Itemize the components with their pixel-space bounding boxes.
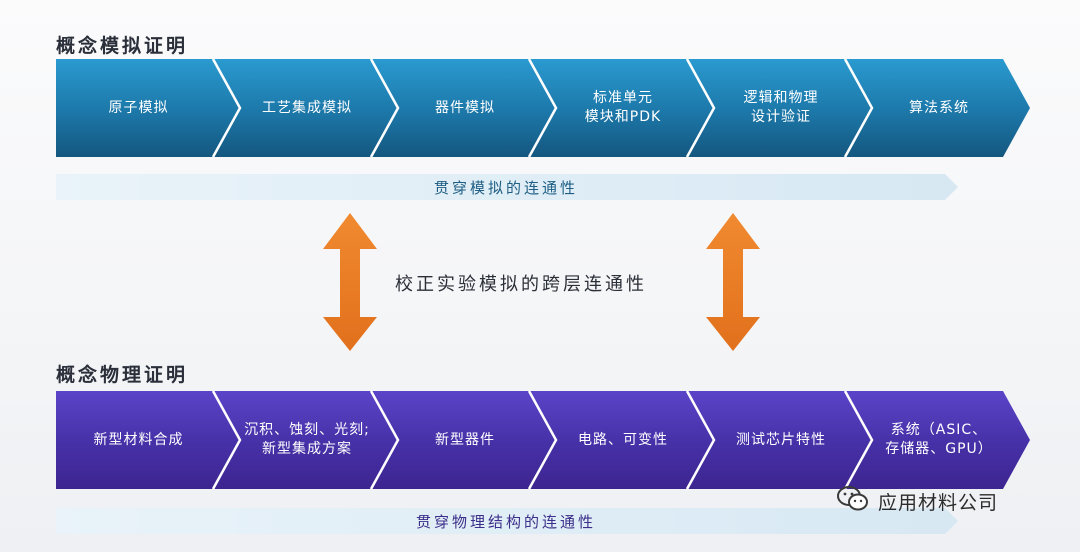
- top-step-chevron-4: [529, 59, 714, 157]
- bottom-step-chevron-1: [56, 391, 240, 489]
- top-divider-5: [843, 58, 874, 158]
- top-step-chevron-3: [371, 59, 556, 157]
- top-divider-1: [211, 58, 242, 158]
- bottom-divider-4: [685, 390, 716, 490]
- top-divider-4: [685, 58, 716, 158]
- bottom-step-label-6: 系统（ASIC、 存储器、GPU）: [885, 422, 993, 457]
- top-step-chevron-5: [687, 59, 872, 157]
- top-step-label-4: 标准单元 模块和PDK: [584, 90, 662, 125]
- section-title-simulation: 概念模拟证明: [56, 35, 189, 57]
- bottom-step-chevron-3: [371, 391, 556, 489]
- bottom-step-chevron-4: [529, 391, 714, 489]
- bottom-step-chevron-5: [687, 391, 872, 489]
- bottom-divider-2: [369, 390, 400, 490]
- top-process-row: [56, 58, 1030, 158]
- bottom-divider-3: [527, 390, 558, 490]
- bottom-divider-1: [211, 390, 242, 490]
- top-connectivity-band: [56, 174, 958, 200]
- bottom-step-label-4: 电路、可变性: [578, 431, 668, 448]
- bottom-step-chevron-2: [213, 391, 398, 489]
- bottom-step-chevron-6: [845, 391, 1030, 489]
- bottom-band-label: 贯穿物理结构的连通性: [415, 513, 596, 531]
- top-divider-3: [527, 58, 558, 158]
- bottom-step-label-2: 沉积、蚀刻、光刻; 新型集成方案: [244, 422, 370, 457]
- bottom-step-label-5: 测试芯片特性: [736, 431, 826, 448]
- top-band-label: 贯穿模拟的连通性: [433, 179, 578, 197]
- bottom-step-label-3: 新型器件: [435, 431, 495, 448]
- section-title-physical: 概念物理证明: [56, 364, 189, 386]
- top-step-label-3: 器件模拟: [435, 99, 495, 116]
- right-double-arrow: [706, 213, 760, 351]
- watermark: 应用材料公司: [836, 484, 998, 518]
- top-step-label-1: 原子模拟: [108, 99, 169, 116]
- top-step-chevron-1: [56, 59, 240, 157]
- bottom-connectivity-band: [56, 508, 958, 534]
- watermark-text: 应用材料公司: [878, 491, 999, 514]
- top-divider-2: [369, 58, 400, 158]
- bottom-process-row: [56, 390, 1030, 490]
- wechat-icon: [836, 484, 870, 518]
- top-step-label-6: 算法系统: [909, 99, 969, 116]
- left-double-arrow: [323, 213, 377, 351]
- cross-layer-connectivity-label: 校正实验模拟的跨层连通性: [395, 274, 647, 295]
- top-step-label-5: 逻辑和物理 设计验证: [743, 90, 819, 125]
- top-step-label-2: 工艺集成模拟: [262, 99, 352, 116]
- bottom-divider-5: [843, 390, 874, 490]
- bottom-step-label-1: 新型材料合成: [93, 431, 184, 448]
- top-step-chevron-2: [213, 59, 398, 157]
- top-step-chevron-6: [845, 59, 1030, 157]
